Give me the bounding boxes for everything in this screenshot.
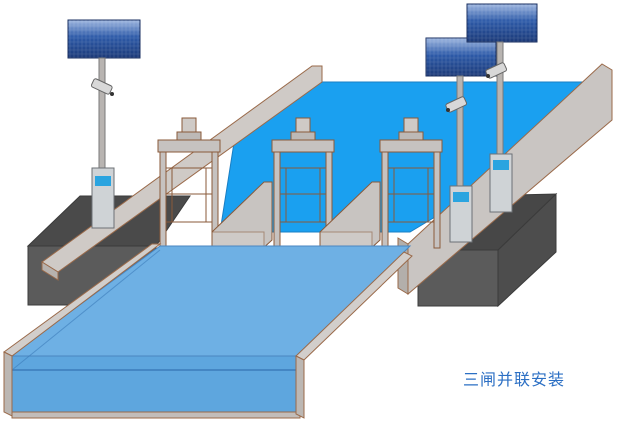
sluice-gate-1 xyxy=(157,117,221,249)
sluice-gate-2 xyxy=(271,117,335,249)
monitoring-pole-left xyxy=(67,19,141,229)
monitoring-pole-right-back xyxy=(466,3,538,213)
cctv-camera-icon xyxy=(90,78,114,96)
cctv-camera-icon xyxy=(485,62,508,79)
diagram-caption: 三闸并联安装 xyxy=(463,370,566,389)
cctv-camera-icon xyxy=(445,96,468,113)
downstream-channel xyxy=(8,245,412,413)
downstream-walls xyxy=(3,243,413,419)
monitoring-pole-right-front xyxy=(425,37,497,243)
sluice-gate-3 xyxy=(379,117,443,249)
